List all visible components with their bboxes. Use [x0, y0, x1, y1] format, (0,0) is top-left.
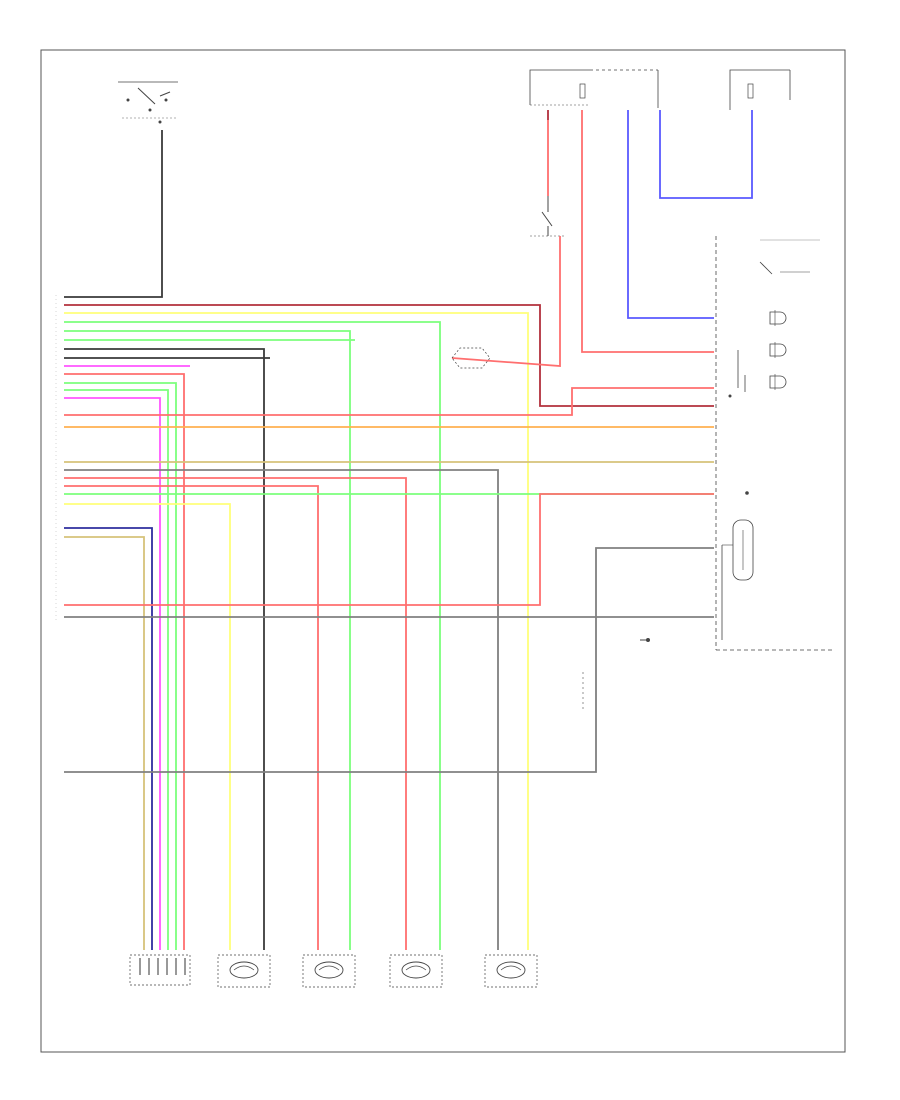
wire-red	[581, 110, 714, 353]
fuse-block-top	[529, 69, 791, 110]
wire-blue	[627, 110, 714, 319]
combination-meter	[715, 236, 832, 651]
wheel-speed-sensor-left-front	[217, 954, 271, 988]
indicator-lamp	[769, 342, 787, 358]
wire-tan	[64, 536, 145, 950]
wire-gray	[64, 469, 499, 950]
ignition-switch	[118, 81, 178, 124]
wire-blue	[659, 110, 753, 199]
wire-red	[64, 485, 319, 950]
wire-gray	[64, 547, 714, 773]
wire-red	[451, 236, 561, 367]
wheel-speed-sensor-left-rear	[389, 954, 443, 988]
wire-black	[64, 348, 265, 950]
wire-harness	[64, 110, 753, 950]
indicator-lamp	[769, 310, 787, 326]
wire-black	[64, 130, 163, 298]
wheel-speed-sensor-right-front	[302, 954, 356, 988]
stop-lamp-switch	[530, 196, 565, 237]
wire-dark-blue	[64, 527, 153, 950]
skid-control-ecu	[129, 954, 191, 986]
speed-sensor-module	[721, 519, 754, 640]
wire-magenta	[64, 397, 161, 950]
wire-green	[64, 389, 169, 950]
wire-green	[64, 321, 441, 950]
ground-symbol	[640, 638, 650, 642]
wire-green	[64, 330, 351, 950]
wheel-speed-sensor-right-rear	[484, 954, 538, 988]
wire-yellow	[64, 312, 529, 950]
wire-dark-red	[64, 304, 714, 407]
wire-yellow	[64, 503, 231, 950]
wire-red	[64, 387, 714, 416]
wire-red	[64, 477, 407, 950]
indicator-lamp	[769, 374, 787, 390]
wire-red	[64, 373, 185, 950]
wire-red	[64, 493, 714, 606]
stop-lamp-relay	[451, 347, 491, 369]
wire-green	[64, 382, 177, 950]
diagram-border	[40, 49, 846, 1053]
